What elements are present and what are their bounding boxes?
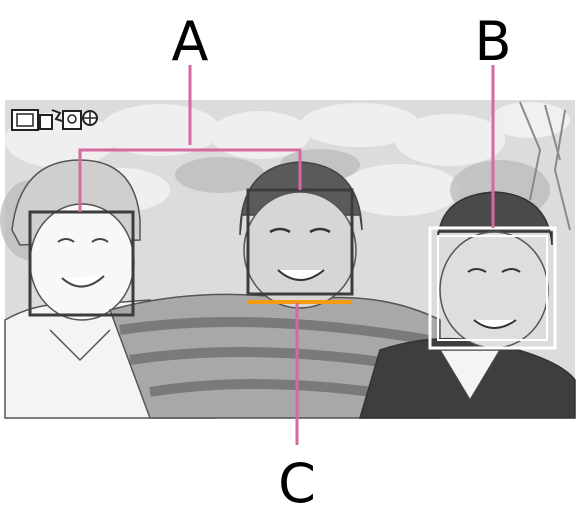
viewfinder-image: [0, 100, 575, 418]
stabilizer-icon: [83, 111, 97, 125]
face-detect-icon: [63, 111, 81, 129]
frame-icon: [12, 110, 38, 130]
person-right-face: [440, 232, 548, 348]
person-middle-face: [244, 192, 356, 308]
person-left-face: [30, 204, 134, 320]
callout-label-a: A: [172, 10, 209, 73]
callout-label-b: B: [474, 10, 511, 73]
callout-label-c: C: [278, 452, 316, 510]
